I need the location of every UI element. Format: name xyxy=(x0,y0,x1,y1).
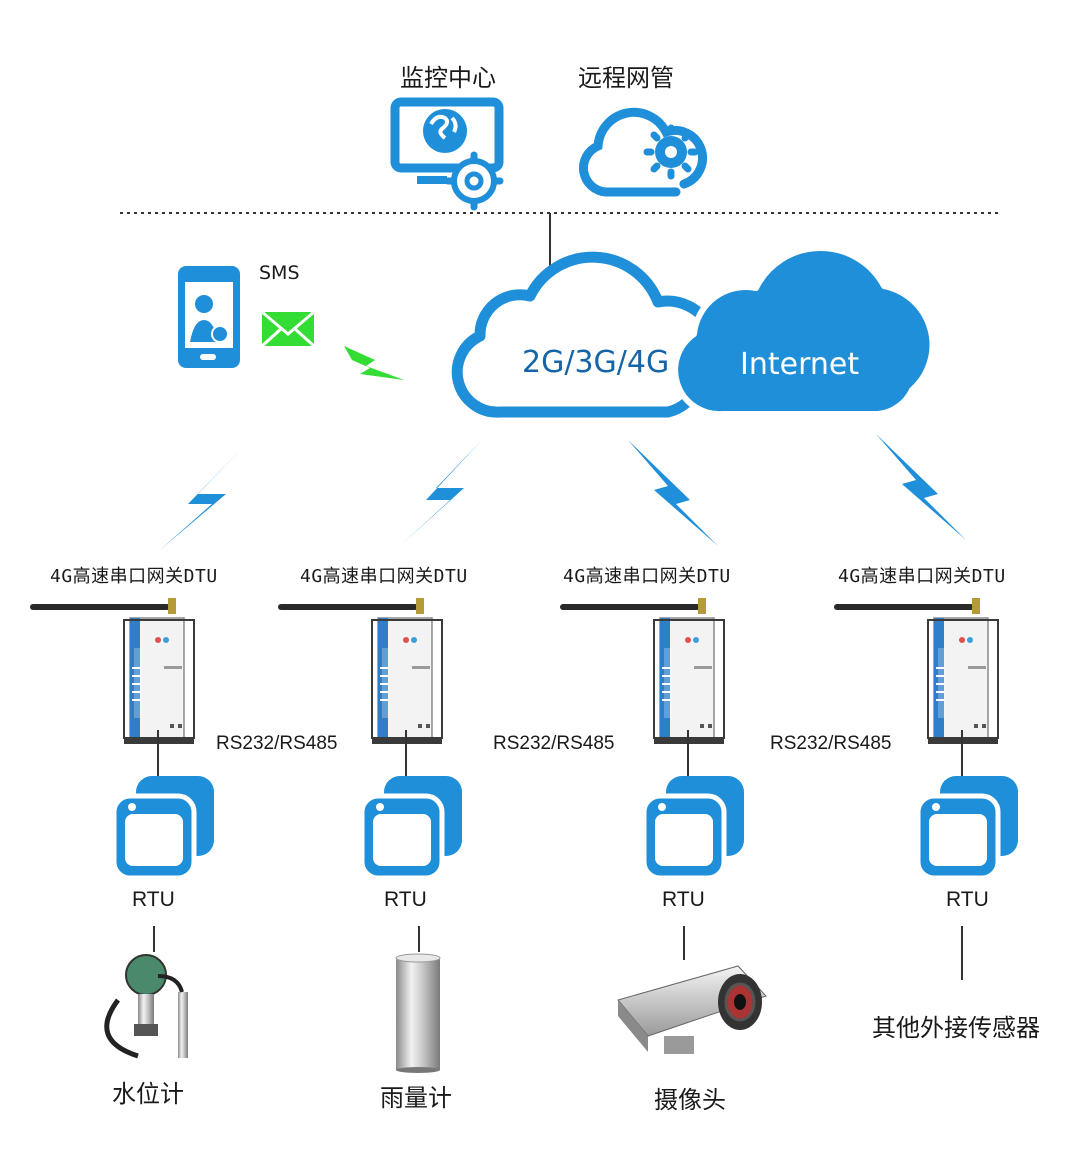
dtu-device xyxy=(559,597,725,745)
dtu-device xyxy=(833,597,999,745)
rtu-icon xyxy=(114,776,214,878)
device-label: 其他外接传感器 xyxy=(872,1014,1040,1042)
internet-cloud xyxy=(672,245,936,418)
bus-label: RS232/RS485 xyxy=(216,733,338,754)
rtu-label: RTU xyxy=(132,888,175,911)
camera-image xyxy=(617,965,767,1054)
dtu-label: 4G高速串口网关DTU xyxy=(300,566,468,587)
device-label: 雨量计 xyxy=(380,1084,452,1112)
sms-lightning-icon xyxy=(344,346,404,380)
rain-gauge-image xyxy=(395,953,441,1073)
envelope-icon xyxy=(260,310,316,348)
lightning-icon xyxy=(400,440,482,546)
lightning-icon xyxy=(628,440,718,546)
dtu-label: 4G高速串口网关DTU xyxy=(50,566,218,587)
bus-label: RS232/RS485 xyxy=(770,733,892,754)
rtu-label: RTU xyxy=(946,888,989,911)
monitor-center-icon xyxy=(390,97,504,211)
rtu-icon xyxy=(644,776,744,878)
rtu-icon xyxy=(918,776,1018,878)
internet-cloud-label: Internet xyxy=(740,347,859,382)
bus-label: RS232/RS485 xyxy=(493,733,615,754)
rtu-label: RTU xyxy=(384,888,427,911)
dtu-device xyxy=(29,597,195,745)
cloud-gear-icon xyxy=(578,107,708,197)
dtu-label: 4G高速串口网关DTU xyxy=(838,566,1006,587)
monitor-center-label: 监控中心 xyxy=(400,64,496,92)
phone-icon xyxy=(178,266,240,368)
sms-label: SMS xyxy=(259,262,300,284)
rtu-icon xyxy=(362,776,462,878)
remote-management-label: 远程网管 xyxy=(578,64,674,92)
dtu-device xyxy=(277,597,443,745)
network-cloud-label: 2G/3G/4G xyxy=(522,345,669,380)
lightning-icon xyxy=(160,446,244,550)
dtu-label: 4G高速串口网关DTU xyxy=(563,566,731,587)
rtu-label: RTU xyxy=(662,888,705,911)
water-level-sensor-image xyxy=(104,954,188,1059)
lightning-icon xyxy=(876,434,966,540)
device-label: 水位计 xyxy=(112,1080,184,1108)
device-label: 摄像头 xyxy=(654,1086,726,1114)
